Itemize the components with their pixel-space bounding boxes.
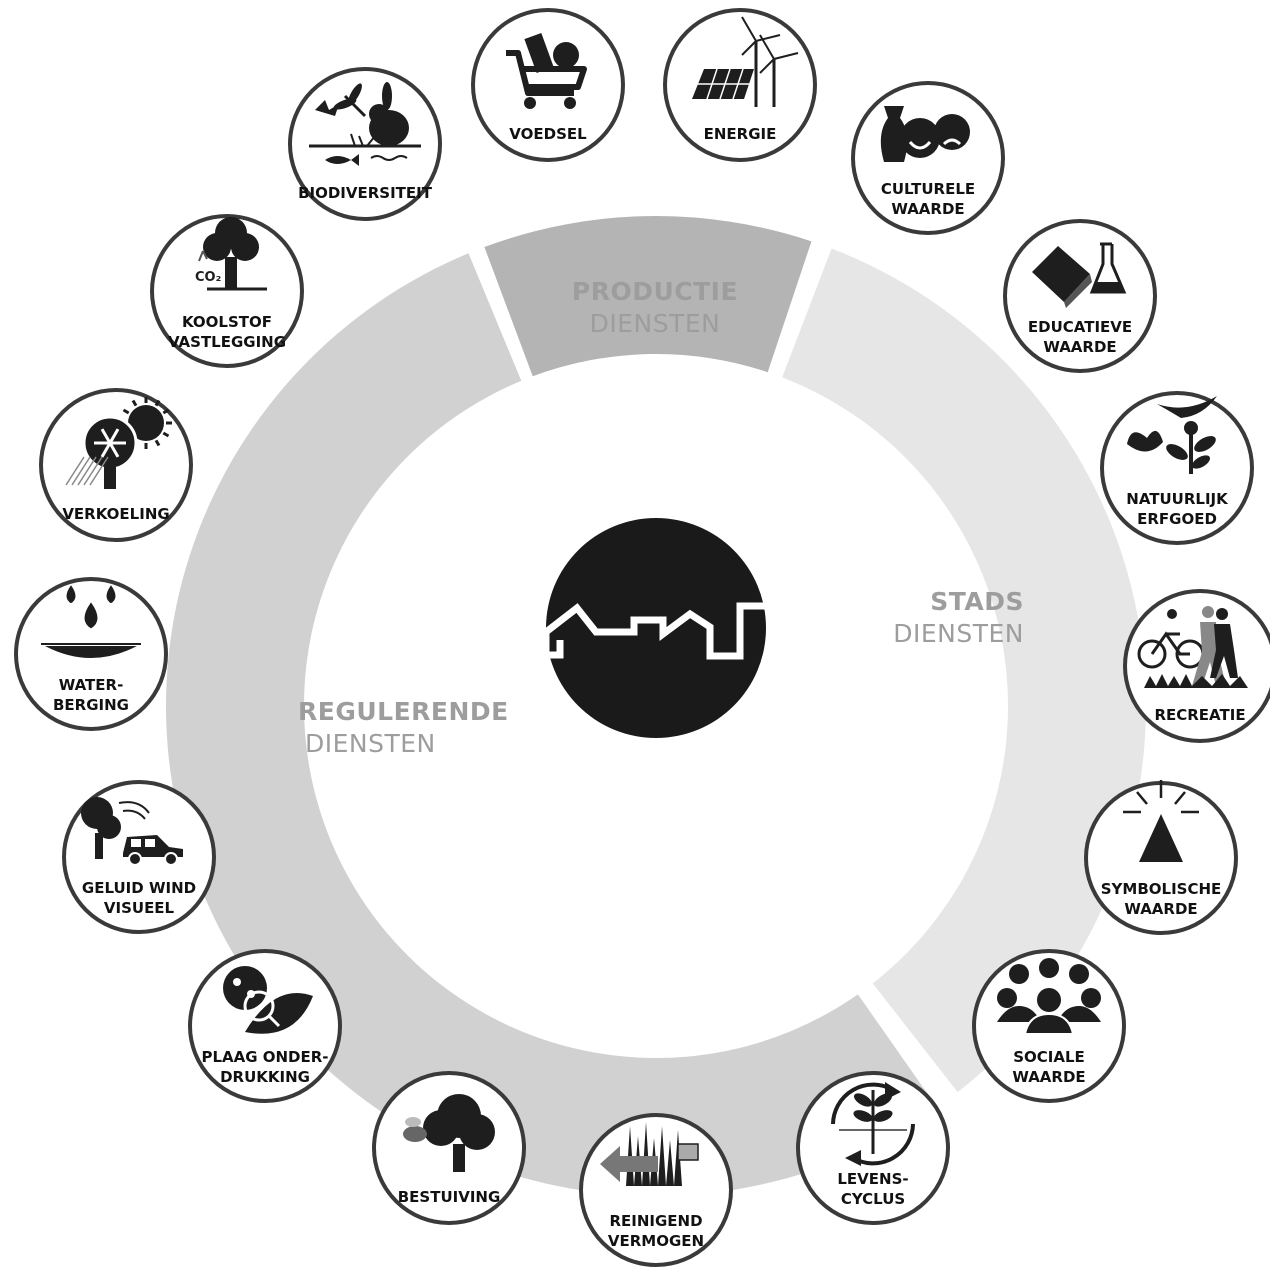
- service-label-geluid-wind-visueel: VISUEEL: [104, 899, 175, 917]
- service-node-koolstof-vastlegging: CO₂ KOOLSTOF VASTLEGGING: [150, 214, 304, 368]
- service-label-water-berging: WATER-: [59, 676, 124, 694]
- service-node-voedsel: VOEDSEL: [471, 8, 625, 162]
- people-group-icon: [997, 958, 1101, 1035]
- service-label-culturele-waarde: CULTURELE: [881, 180, 975, 198]
- rabbit-dragonfly-fish-icon: [309, 82, 421, 166]
- service-label-sociale-waarde: WAARDE: [1012, 1068, 1085, 1086]
- segment-regulerende: [166, 253, 938, 1197]
- shopping-cart-icon: [506, 33, 587, 109]
- services-ring: [166, 216, 1146, 1197]
- service-nodes: VOEDSEL ENERGIE CULTURELE WAARDE EDUCATIEVE W…: [14, 8, 1270, 1267]
- service-node-reinigend-vermogen: REINIGEND VERMOGEN: [579, 1113, 733, 1267]
- service-node-natuurlijk-erfgoed: NATUURLIJK ERFGOED: [1100, 391, 1254, 545]
- service-label-reinigend-vermogen: VERMOGEN: [608, 1232, 704, 1250]
- service-node-plaag-onderdrukking: PLAAG ONDER- DRUKKING: [188, 949, 342, 1103]
- wind-turbine-solar-panel-icon: [692, 16, 799, 107]
- service-node-educatieve-waarde: EDUCATIEVE WAARDE: [1003, 219, 1157, 373]
- bee-tree-icon: [403, 1094, 495, 1172]
- stads-subtitle: DIENSTEN: [893, 619, 1024, 648]
- service-node-energie: ENERGIE: [663, 8, 817, 162]
- stads-title: STADS: [930, 587, 1024, 616]
- theatre-masks-vase-icon: [880, 106, 970, 162]
- service-label-symbolische-waarde: SYMBOLISCHE: [1101, 880, 1222, 898]
- service-label-koolstof-vastlegging: VASTLEGGING: [168, 333, 286, 351]
- hikers-bicycle-icon: [1137, 606, 1248, 688]
- radiant-pyramid-icon: [1123, 780, 1199, 862]
- co2-label: CO₂: [195, 270, 221, 285]
- service-node-recreatie: RECREATIE: [1123, 589, 1270, 743]
- service-label-voedsel: VOEDSEL: [509, 125, 587, 143]
- book-flask-icon: [1032, 242, 1127, 308]
- service-node-culturele-waarde: CULTURELE WAARDE: [851, 81, 1005, 235]
- bird-butterfly-plant-icon: [1127, 396, 1217, 474]
- service-label-water-berging: BERGING: [53, 696, 129, 714]
- service-label-levens-cyclus: CYCLUS: [841, 1190, 905, 1208]
- service-label-reinigend-vermogen: REINIGEND: [609, 1212, 702, 1230]
- city-skyline-icon: [542, 518, 766, 738]
- regulerende-title: REGULERENDE: [298, 697, 509, 726]
- service-label-koolstof-vastlegging: KOOLSTOF: [182, 313, 272, 331]
- service-node-symbolische-waarde: SYMBOLISCHE WAARDE: [1084, 780, 1238, 935]
- service-node-verkoeling: VERKOELING: [39, 388, 193, 542]
- service-label-bestuiving: BESTUIVING: [398, 1188, 501, 1206]
- service-label-educatieve-waarde: WAARDE: [1043, 338, 1116, 356]
- tree-sun-snowflake-icon: [65, 397, 172, 489]
- service-label-culturele-waarde: WAARDE: [891, 200, 964, 218]
- service-label-plaag-onderdrukking: PLAAG ONDER-: [201, 1048, 328, 1066]
- service-label-educatieve-waarde: EDUCATIEVE: [1028, 318, 1132, 336]
- service-label-natuurlijk-erfgoed: ERFGOED: [1137, 510, 1217, 528]
- segment-productie: [484, 216, 812, 377]
- service-node-geluid-wind-visueel: GELUID WIND VISUEEL: [62, 780, 216, 934]
- service-node-biodiversiteit: BIODIVERSITEIT: [288, 67, 442, 221]
- service-label-energie: ENERGIE: [704, 125, 777, 143]
- service-label-biodiversiteit: BIODIVERSITEIT: [298, 184, 433, 202]
- service-node-water-berging: WATER- BERGING: [14, 577, 168, 731]
- water-drops-basin-icon: [41, 585, 141, 658]
- segment-stads: [782, 248, 1146, 1093]
- service-label-recreatie: RECREATIE: [1154, 706, 1245, 724]
- service-label-sociale-waarde: SOCIALE: [1013, 1048, 1085, 1066]
- filter-arrow-icon: [600, 1122, 699, 1186]
- service-node-bestuiving: BESTUIVING: [372, 1071, 526, 1225]
- service-label-levens-cyclus: LEVENS-: [837, 1170, 908, 1188]
- regulerende-subtitle: DIENSTEN: [305, 729, 436, 758]
- service-label-natuurlijk-erfgoed: NATUURLIJK: [1126, 490, 1229, 508]
- service-label-verkoeling: VERKOELING: [62, 505, 169, 523]
- service-node-levens-cyclus: LEVENS- CYCLUS: [796, 1071, 950, 1225]
- service-label-plaag-onderdrukking: DRUKKING: [220, 1068, 310, 1086]
- segment-labels: PRODUCTIE DIENSTEN STADS DIENSTEN REGULE…: [298, 277, 1024, 758]
- service-label-geluid-wind-visueel: GELUID WIND: [82, 879, 196, 897]
- tree-co2-icon: CO₂: [195, 217, 267, 291]
- tree-car-soundwave-icon: [81, 797, 183, 866]
- productie-title: PRODUCTIE: [572, 277, 738, 306]
- plant-cycle-arrows-icon: [831, 1082, 915, 1166]
- productie-subtitle: DIENSTEN: [590, 309, 721, 338]
- ladybug-leaf-icon: [223, 966, 313, 1034]
- service-label-symbolische-waarde: WAARDE: [1124, 900, 1197, 918]
- service-node-sociale-waarde: SOCIALE WAARDE: [972, 949, 1126, 1103]
